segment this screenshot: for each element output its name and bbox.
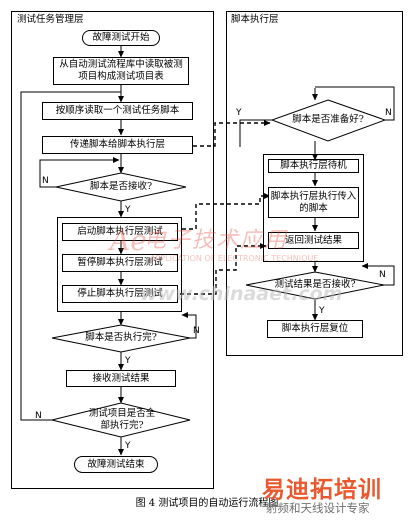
label-n-ready: N [385, 108, 392, 118]
watermark-brand-sub: 射频和天线设计专家 [266, 501, 370, 515]
figure-caption: 图 4 测试项目的自动运行流程图 [135, 498, 279, 509]
decision-done-label: 脚本是否执行完? [85, 332, 157, 343]
loop-all-no [20, 91, 121, 421]
decision-all-label: 测试项目是否全部执行完? [88, 408, 156, 431]
decision-received-label: 脚本是否接收? [89, 181, 153, 192]
loop-done-no [181, 312, 197, 339]
label-n-received: N [42, 176, 49, 186]
return-result-box: 返回测试结果 [268, 232, 359, 249]
label-y-done: Y [125, 356, 131, 366]
right-panel [226, 11, 403, 356]
pause-exec-box: 暂停脚本执行层测试 [62, 254, 178, 272]
end-terminal: 故障测试结束 [74, 456, 158, 473]
watermark-center: Ae 电子技术应用 APPLICATION OF ELECTRONIC TECH… [110, 222, 318, 272]
label-y-all: Y [125, 441, 131, 451]
decision-done-shape [51, 324, 191, 353]
exec-control-group [57, 217, 182, 312]
exec-layer-group [263, 154, 364, 262]
decision-received-right-label: 测试结果是否接收? [274, 279, 356, 290]
loop-ready-top [315, 86, 395, 121]
watermark-url: www.chinaaet.com [140, 283, 343, 305]
exec-script-box: 脚本执行层执行传入的脚本 [268, 187, 359, 218]
label-y-received: Y [125, 205, 131, 215]
decision-received-right-shape [245, 271, 385, 300]
watermark-en: APPLICATION OF ELECTRONIC TECHNIQUE [150, 254, 319, 263]
receive-result-box: 接收测试结果 [66, 370, 176, 387]
watermark-cn: 电子技术应用 [144, 228, 289, 253]
stop-exec-box: 停止脚本执行层测试 [62, 285, 178, 303]
start-terminal: 故障测试开始 [82, 30, 160, 46]
loop-ready-y [239, 119, 272, 147]
left-panel-title: 测试任务管理层 [17, 14, 84, 25]
decision-received-shape [55, 172, 187, 202]
transmit-box: 传递脚本给脚本执行层 [42, 136, 193, 154]
read-flow-box: 从自动测试流程库中读取被测项目构成测试项目表 [53, 57, 189, 85]
label-n-done: N [193, 326, 200, 336]
label-y-ready: Y [236, 108, 242, 118]
decision-all-shape [51, 402, 191, 438]
loop-received-no [39, 157, 120, 188]
reset-box: 脚本执行层复位 [267, 320, 363, 338]
decision-ready-label: 脚本是否准备好? [292, 114, 364, 125]
dash-start-to-wait [182, 193, 271, 230]
label-n-received-right: N [379, 270, 386, 280]
wait-box: 脚本执行层待机 [268, 159, 359, 173]
start-exec-box: 启动脚本执行层测试 [62, 223, 178, 241]
watermark-brand-cn: 易迪拓培训 [262, 477, 382, 503]
label-y-received-right: Y [319, 306, 325, 316]
loop-received-right-no [361, 263, 395, 286]
watermark-brand: 易迪拓培训 射频和天线设计专家 [262, 470, 412, 520]
dash-transmit-to-exec [193, 120, 271, 147]
left-panel [11, 11, 214, 489]
decision-ready-shape [270, 99, 387, 142]
watermark-logo-icon: Ae [110, 224, 147, 257]
label-n-all: N [35, 411, 42, 421]
right-panel-title: 脚本执行层 [231, 14, 279, 25]
read-seq-box: 按顺序读取一个测试任务脚本 [42, 102, 193, 120]
